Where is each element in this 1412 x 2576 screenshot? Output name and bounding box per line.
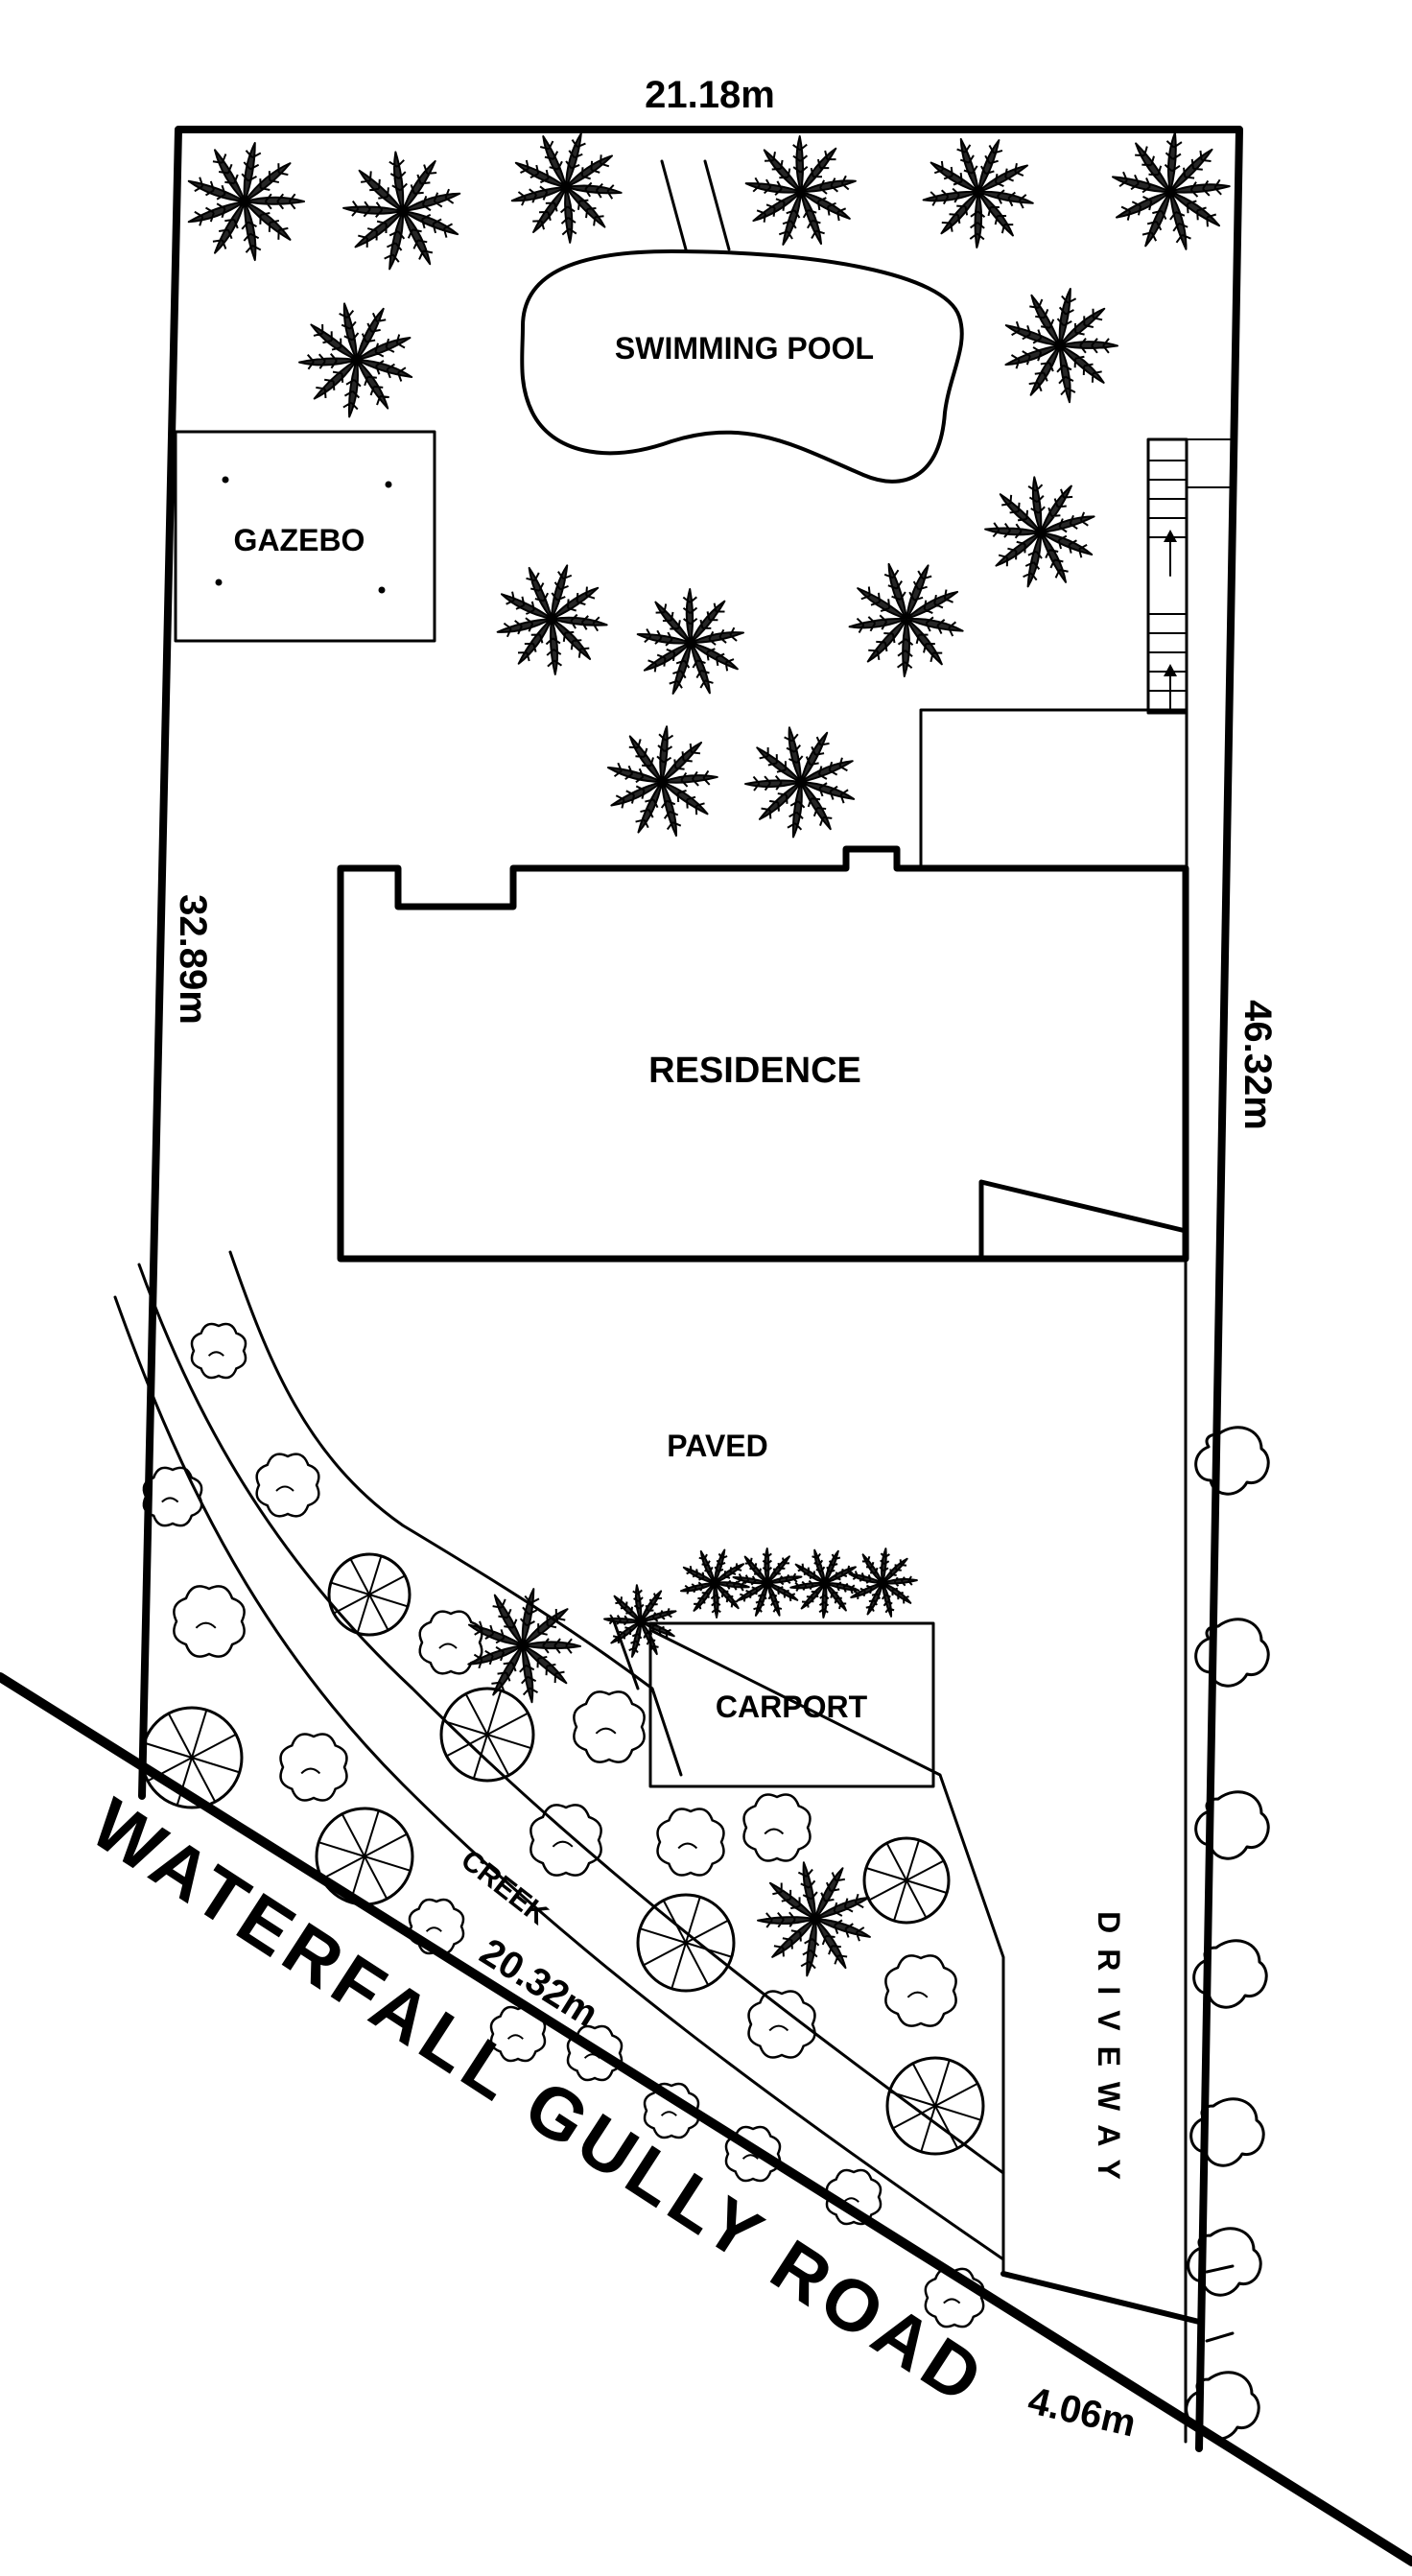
shrub [643,2082,700,2139]
shrub [724,2125,782,2183]
shrub [530,1804,602,1877]
property-boundary [138,126,1243,2452]
canopy-tree [862,1836,951,1925]
shrub [279,1733,348,1802]
shrub [747,1990,816,2059]
shrub [656,1808,725,1877]
palm-tree [342,151,461,271]
shrub [573,1690,646,1763]
carport [648,1621,935,1788]
shrub [489,2005,547,2063]
dimension-driveway-frontage: 4.06m [1024,2379,1140,2445]
palm-tree [496,564,608,675]
boundary-trees [1185,1426,1270,2441]
dimension-right: 46.32m [1236,1000,1279,1130]
swimming-pool-label: SWIMMING POOL [615,331,874,366]
shrub [924,2267,985,2328]
creek-bank-right [228,1250,683,1777]
driveway-frontage-line [1000,2271,1202,2325]
palm-tree [757,1861,871,1977]
creek-label: CREEK [455,1844,553,1931]
palm-tree [789,1548,860,1619]
gazebo-post [385,481,392,488]
palm-tree [732,1548,803,1617]
swimming-pool-outline [520,249,964,484]
palm-tree [1004,287,1118,404]
palm-tree [922,137,1034,248]
shrub [825,2168,882,2226]
deck [919,708,1188,870]
palm-tree [848,562,964,677]
canopy-tree [315,1807,414,1906]
road-edge [0,1672,1412,2566]
palm-tree [744,726,856,839]
shrubs [142,1322,985,2328]
pool-path-left [660,159,688,251]
palm-tree [467,1588,581,1704]
canopy-tree [636,1893,736,1993]
palm-tree [636,588,745,695]
shrub [742,1793,812,1862]
driveway-label: DRIVEWAY [1092,1911,1126,2195]
palm-tree [679,1548,750,1619]
palm-tree [298,302,413,418]
shrub [173,1585,246,1658]
garden-edge [650,1629,1005,2276]
residence-label: RESIDENCE [648,1051,861,1091]
palm-tree [606,725,718,838]
shrub [566,2024,624,2082]
gazebo-post [215,579,223,586]
canopy-trees [140,1552,985,2156]
shrub [884,1954,957,2027]
stairs [1146,437,1232,715]
palm-tree [603,1584,677,1658]
stair-arrow-upper-head [1164,530,1177,542]
palm-tree [187,141,305,262]
palm-tree [510,132,623,244]
stair-arrow-lower-head [1164,664,1177,676]
shrub [418,1610,483,1675]
gazebo [174,430,436,643]
creek-inner-line [612,1619,640,1690]
canopy-tree [327,1552,412,1637]
palm-trees [187,131,1231,1977]
gazebo-post [378,586,386,594]
creek-bank-left [137,1263,1005,2175]
gazebo-label: GAZEBO [234,523,365,557]
canopy-tree [140,1706,244,1809]
pool-path-right [703,159,731,251]
palm-tree [744,135,857,246]
road-label: WATERFALL GULLY ROAD [78,1783,1001,2422]
palm-tree [984,476,1095,588]
canopy-tree [439,1687,535,1783]
paved-label: PAVED [667,1429,768,1463]
dimension-left: 32.89m [172,894,214,1025]
residence-corner [978,1179,1188,1262]
shrub [142,1466,203,1527]
shrub [255,1453,320,1518]
dimension-top: 21.18m [645,74,775,116]
gazebo-post [222,476,229,484]
residence-outline [337,845,1189,1263]
palm-tree [1112,131,1231,250]
shrub [190,1322,247,1380]
palm-tree [848,1548,918,1618]
carport-label: CARPORT [716,1690,868,1724]
canopy-tree [885,2056,985,2156]
shrub [408,1898,465,1955]
